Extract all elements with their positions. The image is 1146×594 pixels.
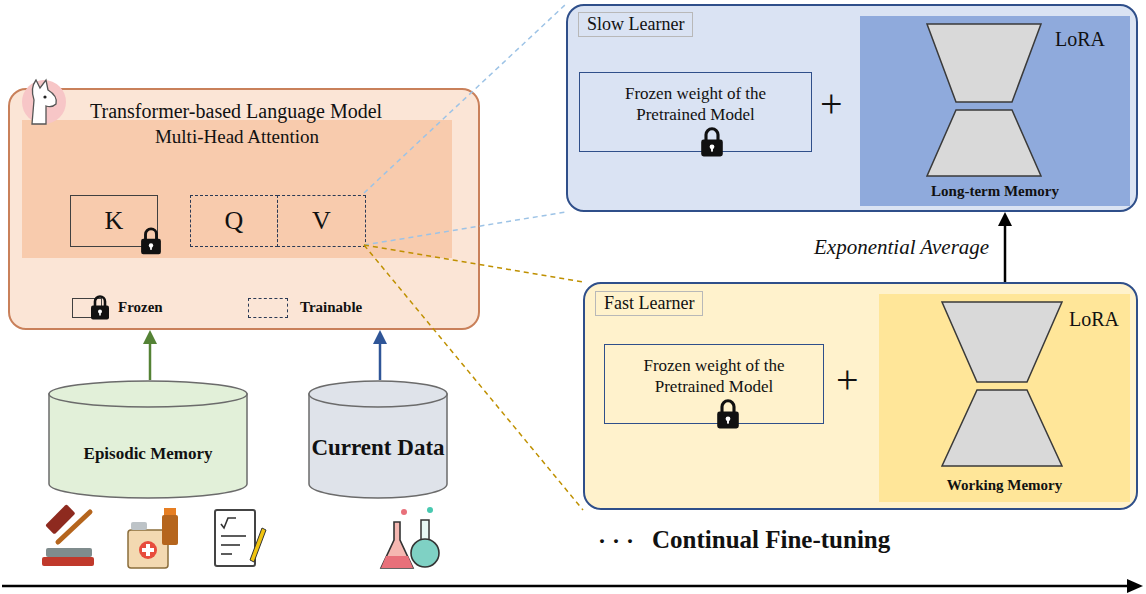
ellipsis: · · · [598, 528, 634, 555]
cylinder-outline [48, 380, 248, 498]
memory-cylinder: Episodic Memory [48, 380, 248, 498]
model-title: Transformer-based Language Model [90, 100, 478, 123]
data-cylinder: Current Data [308, 380, 448, 498]
learner-panel: Fast LearnerFrozen weight of the Pretrai… [583, 282, 1138, 510]
box-label: Frozen weight of the Pretrained Model [613, 355, 815, 398]
law-icon [42, 504, 94, 566]
cylinder-label: Current Data [311, 435, 444, 461]
plus-sign: + [836, 356, 859, 403]
matrix-name: K [105, 206, 124, 236]
lora-module: LoRA Working Memory [879, 294, 1130, 502]
legend-label: Frozen [116, 299, 165, 316]
panel-title: Fast Learner [595, 291, 703, 316]
frozen-weight-box: Frozen weight of the Pretrained Model [604, 344, 824, 424]
frozen-matrix-box: K [70, 195, 158, 247]
connector-arrow [373, 330, 387, 380]
box-label: Frozen weight of the Pretrained Model [588, 83, 803, 126]
band-title: Multi-Head Attention [22, 126, 452, 148]
connector-arrow [143, 330, 157, 380]
timeline-label: Continual Fine-tuning [652, 526, 890, 554]
learner-panel: Slow LearnerFrozen weight of the Pretrai… [566, 4, 1138, 212]
matrix-name: V [312, 206, 331, 236]
model-box: Transformer-based Language ModelMulti-He… [8, 88, 480, 330]
memory-label: Working Memory [947, 477, 1062, 494]
trainable-matrix-box: V [277, 195, 366, 247]
edge-label: Exponential Average [812, 235, 991, 260]
panel-title: Slow Learner [578, 12, 693, 37]
plus-sign: + [820, 80, 843, 127]
legend-swatch [248, 298, 288, 318]
memory-label: Long-term Memory [931, 183, 1059, 200]
lora-module: LoRA Long-term Memory [860, 16, 1130, 206]
medicine-icon [128, 508, 178, 568]
trainable-matrix-box: Q [190, 195, 278, 247]
attention-band: Multi-Head AttentionK Q V [22, 120, 452, 258]
legend-label: Trainable [298, 299, 364, 316]
legend-swatch [72, 298, 102, 318]
science-icon [381, 507, 439, 568]
module-name: LoRA [1069, 308, 1130, 331]
math-icon [215, 510, 266, 566]
cylinder-label: Episodic Memory [84, 444, 213, 464]
connector-arrow [998, 212, 1012, 282]
matrix-name: Q [225, 206, 244, 236]
frozen-weight-box: Frozen weight of the Pretrained Model [579, 72, 812, 152]
module-name: LoRA [1055, 28, 1130, 51]
timeline-arrow [2, 579, 1143, 593]
